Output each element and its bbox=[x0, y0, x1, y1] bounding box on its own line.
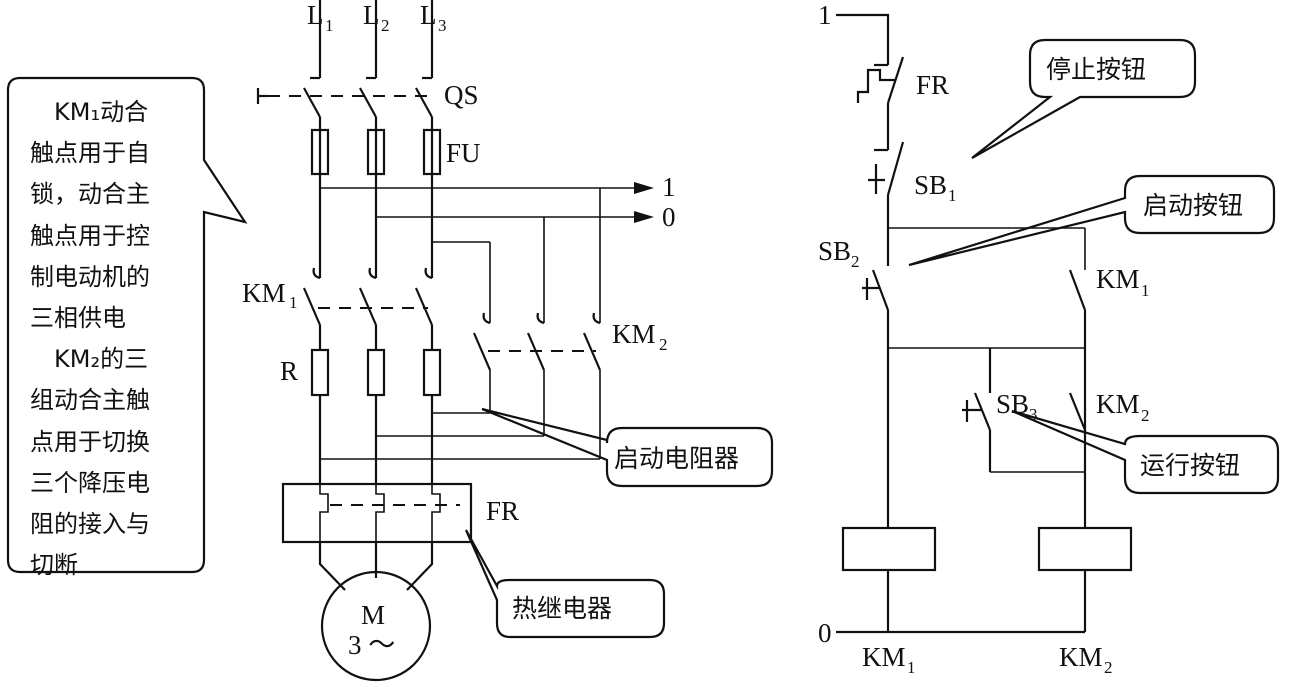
line0-label: 0 bbox=[662, 202, 676, 232]
note-line: 点用于切换 bbox=[30, 427, 150, 456]
KM1-aux-sub: 1 bbox=[1141, 281, 1150, 300]
coil-KM1-label: KM bbox=[862, 642, 906, 672]
KM1-main-contacts bbox=[302, 267, 434, 326]
FR-main-label: FR bbox=[486, 496, 519, 526]
FR-contact bbox=[856, 56, 905, 150]
coil-KM2-label: KM bbox=[1059, 642, 1103, 672]
km2-bypass-returns bbox=[320, 370, 601, 460]
KM2-aux-contact bbox=[1068, 392, 1087, 431]
note-line: 阻的接入与 bbox=[30, 510, 150, 539]
thermal-relay-box bbox=[281, 482, 473, 544]
note-line: KM₁动合 bbox=[30, 98, 149, 126]
KM2-main-sub: 2 bbox=[659, 335, 668, 354]
rail1-label: 1 bbox=[818, 0, 832, 30]
KM2-main-label: KM bbox=[612, 319, 656, 349]
note-text: KM₁动合 触点用于自 锁，动合主 触点用于控 制电动机的 三相供电 KM₂的三… bbox=[30, 92, 210, 586]
note-line: 触点用于自 bbox=[30, 139, 150, 168]
rail0-label: 0 bbox=[818, 618, 832, 648]
coil-KM2 bbox=[1037, 526, 1133, 572]
SB1-label: SB bbox=[914, 170, 947, 200]
phase-L3-sub: 3 bbox=[438, 16, 447, 35]
phase-wires-top bbox=[318, 0, 434, 78]
coil-wires bbox=[886, 520, 1087, 632]
arrow-line1-icon bbox=[634, 182, 654, 194]
FR-control-label: FR bbox=[916, 70, 949, 100]
SB2-sub: 2 bbox=[851, 252, 860, 271]
KM1-main-sub: 1 bbox=[289, 293, 298, 312]
note-line: 锁，动合主 bbox=[30, 180, 150, 209]
run-button-callout-text: 运行按钮 bbox=[1140, 451, 1240, 480]
note-line: 制电动机的 bbox=[30, 262, 150, 291]
control-feed-lines bbox=[320, 187, 640, 218]
thermal-relay-callout bbox=[464, 529, 666, 639]
note-callout-bubble bbox=[6, 76, 248, 574]
start-resistors-R bbox=[310, 348, 442, 397]
KM2-aux-sub: 2 bbox=[1141, 406, 1150, 425]
KM2-aux-label: KM bbox=[1096, 389, 1140, 419]
note-line: 三相供电 bbox=[30, 304, 126, 333]
coil-KM2-sub: 2 bbox=[1104, 658, 1113, 677]
stop-button-callout-text: 停止按钮 bbox=[1046, 55, 1146, 84]
start-resistor-callout bbox=[481, 407, 774, 488]
start-button-callout-text: 启动按钮 bbox=[1143, 191, 1243, 220]
KM1-aux-label: KM bbox=[1096, 264, 1140, 294]
FU-label: FU bbox=[446, 138, 481, 168]
phase-L3-label: L bbox=[420, 0, 437, 30]
stop-button-callout bbox=[971, 38, 1197, 159]
R-label: R bbox=[280, 356, 298, 386]
switch-QS bbox=[256, 76, 433, 118]
note-line: 触点用于控 bbox=[30, 221, 150, 250]
motor-phase-label: 3 ～ bbox=[348, 630, 395, 660]
motor-M bbox=[320, 570, 432, 682]
arrow-line0-icon bbox=[634, 211, 654, 223]
rail1-wire bbox=[836, 13, 890, 65]
motor-wires bbox=[318, 542, 434, 591]
coil-KM1-sub: 1 bbox=[907, 658, 916, 677]
phase-L1-sub: 1 bbox=[325, 16, 334, 35]
QS-label: QS bbox=[444, 80, 479, 110]
SB3-button bbox=[962, 348, 992, 472]
KM2-main-contacts bbox=[472, 312, 602, 371]
SB3-sub: 3 bbox=[1029, 405, 1038, 424]
SB1-sub: 1 bbox=[948, 186, 957, 205]
thermal-elements bbox=[319, 484, 441, 542]
coil-KM1 bbox=[841, 526, 937, 572]
start-resistor-callout-text: 启动电阻器 bbox=[614, 444, 739, 473]
note-line: KM₂的三 bbox=[30, 345, 149, 374]
phase-L2-sub: 2 bbox=[381, 16, 390, 35]
wires-fuse-km1 bbox=[318, 174, 434, 278]
fuses-FU bbox=[310, 128, 442, 176]
run-button-callout bbox=[1011, 409, 1280, 495]
wires-r-fr bbox=[318, 395, 434, 484]
KM1-aux-contact bbox=[1068, 269, 1087, 520]
line1-label: 1 bbox=[662, 172, 676, 202]
wires-qs-fuse bbox=[318, 117, 434, 130]
wires-km1-r bbox=[318, 325, 434, 350]
motor-M-label: M bbox=[361, 600, 385, 630]
SB2-button bbox=[862, 269, 890, 520]
note-line: 三个降压电 bbox=[30, 468, 150, 497]
thermal-relay-callout-text: 热继电器 bbox=[512, 594, 612, 623]
note-line: 组动合主触 bbox=[30, 386, 150, 415]
note-line: 切断 bbox=[30, 551, 78, 580]
SB2-label: SB bbox=[818, 236, 851, 266]
km2-bypass-wiring bbox=[432, 188, 601, 323]
SB1-button bbox=[868, 141, 905, 266]
KM1-main-label: KM bbox=[242, 278, 286, 308]
start-button-callout bbox=[908, 174, 1276, 267]
